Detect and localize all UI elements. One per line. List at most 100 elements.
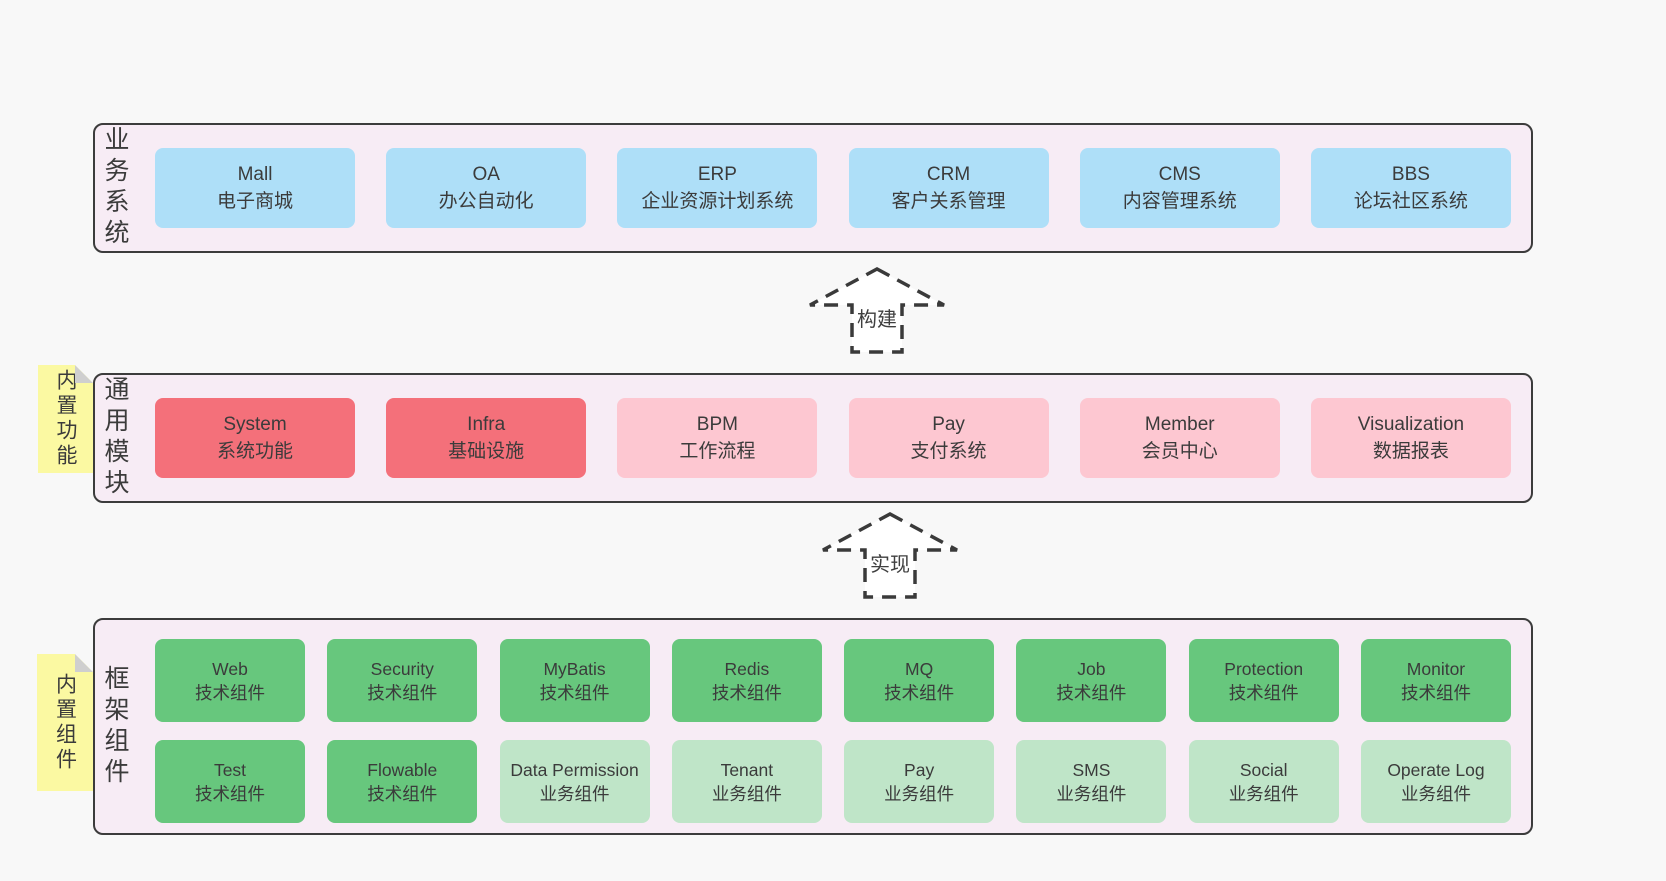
layer-label-common-modules: 通用模块 bbox=[101, 376, 129, 500]
components-row-1: Web 技术组件 Security 技术组件 MyBatis 技术组件 Redi… bbox=[95, 639, 1531, 722]
box-system: System 系统功能 bbox=[155, 398, 355, 478]
box-cms: CMS 内容管理系统 bbox=[1079, 148, 1280, 228]
box-title: Pay bbox=[932, 414, 965, 435]
box-protection: Protection 技术组件 bbox=[1188, 639, 1339, 722]
box-title: Test bbox=[213, 759, 247, 780]
box-sms: SMS 业务组件 bbox=[1016, 740, 1167, 823]
box-title: Redis bbox=[724, 658, 770, 679]
box-title: Protection bbox=[1224, 658, 1304, 679]
box-subtitle: 客户关系管理 bbox=[891, 191, 1006, 212]
box-title: Social bbox=[1239, 759, 1288, 780]
box-title: SMS bbox=[1072, 759, 1111, 780]
note-text: 内置组件 bbox=[53, 672, 77, 773]
box-title: Visualization bbox=[1357, 414, 1465, 435]
box-web: Web 技术组件 bbox=[155, 639, 305, 722]
box-subtitle: 技术组件 bbox=[711, 682, 782, 703]
box-title: Member bbox=[1144, 414, 1215, 435]
box-monitor: Monitor 技术组件 bbox=[1360, 639, 1511, 722]
business-boxes-row: Mall 电子商城 OA 办公自动化 ERP 企业资源计划系统 CRM 客户关系… bbox=[95, 125, 1531, 251]
box-data-permission: Data Permission 业务组件 bbox=[499, 740, 650, 823]
box-subtitle: 业务组件 bbox=[1228, 783, 1299, 804]
box-job: Job 技术组件 bbox=[1016, 639, 1167, 722]
box-title: Security bbox=[370, 658, 434, 679]
box-mybatis: MyBatis 技术组件 bbox=[499, 639, 650, 722]
box-crm: CRM 客户关系管理 bbox=[848, 148, 1049, 228]
box-subtitle: 技术组件 bbox=[1400, 682, 1471, 703]
box-subtitle: 内容管理系统 bbox=[1122, 191, 1237, 212]
layer-framework-components: 框架组件 Web 技术组件 Security 技术组件 MyBatis 技术组件… bbox=[93, 618, 1533, 835]
box-title: Operate Log bbox=[1387, 759, 1485, 780]
box-infra: Infra 基础设施 bbox=[386, 398, 587, 478]
arrow-implement-label: 实现 bbox=[870, 553, 910, 576]
box-title: OA bbox=[472, 164, 500, 185]
box-subtitle: 办公自动化 bbox=[438, 191, 534, 212]
box-title: Tenant bbox=[720, 759, 774, 780]
box-erp: ERP 企业资源计划系统 bbox=[617, 148, 818, 228]
box-subtitle: 技术组件 bbox=[367, 682, 438, 703]
box-subtitle: 电子商城 bbox=[216, 191, 293, 212]
box-title: BPM bbox=[696, 414, 738, 435]
arrow-implement-icon: 实现 bbox=[822, 512, 958, 599]
box-subtitle: 技术组件 bbox=[884, 682, 955, 703]
box-title: CMS bbox=[1158, 164, 1201, 185]
box-operate-log: Operate Log 业务组件 bbox=[1360, 740, 1511, 823]
box-subtitle: 工作流程 bbox=[679, 441, 756, 462]
note-fold-icon bbox=[75, 365, 93, 383]
box-pay-module: Pay 支付系统 bbox=[848, 398, 1049, 478]
box-subtitle: 支付系统 bbox=[910, 441, 987, 462]
box-subtitle: 业务组件 bbox=[1056, 783, 1127, 804]
box-title: MyBatis bbox=[543, 658, 606, 679]
box-subtitle: 业务组件 bbox=[884, 783, 955, 804]
box-title: CRM bbox=[926, 164, 971, 185]
box-flowable: Flowable 技术组件 bbox=[327, 740, 478, 823]
layer-label-business-systems: 业务系统 bbox=[101, 126, 129, 250]
box-mq: MQ 技术组件 bbox=[844, 639, 995, 722]
arrow-build-icon: 构建 bbox=[809, 267, 945, 354]
box-title: Data Permission bbox=[510, 759, 639, 780]
box-subtitle: 会员中心 bbox=[1141, 441, 1218, 462]
box-subtitle: 技术组件 bbox=[1056, 682, 1127, 703]
box-title: System bbox=[223, 414, 287, 435]
box-title: ERP bbox=[697, 164, 737, 185]
box-test: Test 技术组件 bbox=[155, 740, 305, 823]
box-security: Security 技术组件 bbox=[327, 639, 478, 722]
box-subtitle: 技术组件 bbox=[367, 783, 438, 804]
box-social: Social 业务组件 bbox=[1188, 740, 1339, 823]
box-oa: OA 办公自动化 bbox=[386, 148, 587, 228]
layer-business-systems: 业务系统 Mall 电子商城 OA 办公自动化 ERP 企业资源计划系统 CRM… bbox=[93, 123, 1533, 253]
box-pay-component: Pay 业务组件 bbox=[844, 740, 995, 823]
box-title: BBS bbox=[1391, 164, 1430, 185]
note-built-in-components: 内置组件 bbox=[37, 654, 93, 791]
box-bpm: BPM 工作流程 bbox=[617, 398, 818, 478]
box-mall: Mall 电子商城 bbox=[155, 148, 355, 228]
box-title: Monitor bbox=[1406, 658, 1466, 679]
box-subtitle: 企业资源计划系统 bbox=[641, 191, 794, 212]
box-subtitle: 系统功能 bbox=[216, 441, 293, 462]
note-fold-icon bbox=[75, 654, 93, 672]
box-title: Job bbox=[1077, 658, 1106, 679]
box-subtitle: 基础设施 bbox=[448, 441, 525, 462]
box-visualization: Visualization 数据报表 bbox=[1310, 398, 1511, 478]
box-bbs: BBS 论坛社区系统 bbox=[1310, 148, 1511, 228]
modules-boxes-row: System 系统功能 Infra 基础设施 BPM 工作流程 Pay 支付系统… bbox=[95, 375, 1531, 501]
layer-common-modules: 通用模块 System 系统功能 Infra 基础设施 BPM 工作流程 Pay… bbox=[93, 373, 1533, 503]
box-tenant: Tenant 业务组件 bbox=[671, 740, 822, 823]
note-built-in-functions: 内置功能 bbox=[38, 365, 93, 473]
box-subtitle: 业务组件 bbox=[539, 783, 610, 804]
note-text: 内置功能 bbox=[54, 369, 77, 469]
box-subtitle: 技术组件 bbox=[195, 682, 265, 703]
box-subtitle: 数据报表 bbox=[1372, 441, 1449, 462]
box-title: Infra bbox=[467, 414, 506, 435]
box-subtitle: 业务组件 bbox=[1400, 783, 1471, 804]
box-subtitle: 技术组件 bbox=[539, 682, 610, 703]
box-title: Mall bbox=[237, 164, 273, 185]
arrow-build-label: 构建 bbox=[857, 308, 897, 331]
box-member: Member 会员中心 bbox=[1079, 398, 1280, 478]
box-redis: Redis 技术组件 bbox=[671, 639, 822, 722]
box-subtitle: 论坛社区系统 bbox=[1353, 191, 1468, 212]
box-subtitle: 业务组件 bbox=[711, 783, 782, 804]
box-subtitle: 技术组件 bbox=[1228, 682, 1299, 703]
box-title: MQ bbox=[905, 658, 934, 679]
box-title: Web bbox=[212, 658, 248, 679]
box-subtitle: 技术组件 bbox=[195, 783, 265, 804]
